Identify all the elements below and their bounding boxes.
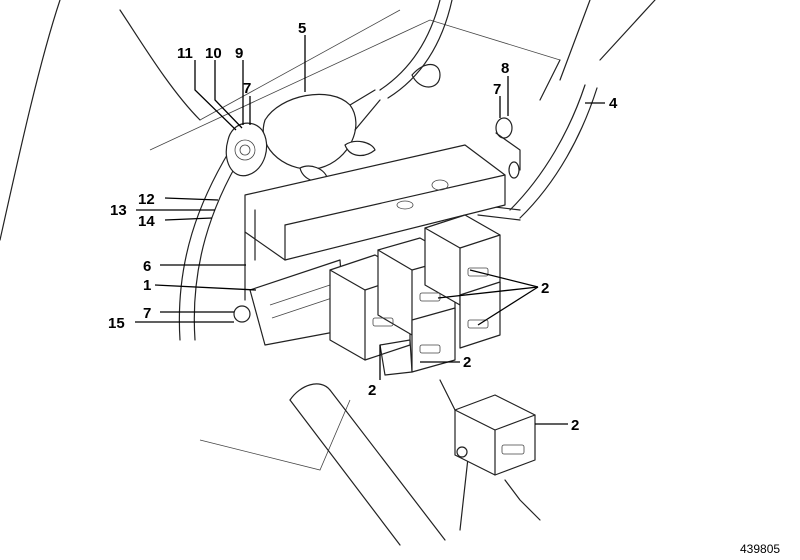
callout-2-middle: 2 [463,354,471,371]
relay-carrier-bracket [244,144,506,301]
callout-1: 1 [143,277,151,294]
callout-7-top-right: 7 [493,81,501,98]
callout-8: 8 [501,60,509,77]
callout-7-left: 7 [143,305,151,322]
callout-10: 10 [205,45,222,62]
callout-6: 6 [143,258,151,275]
callout-5: 5 [298,20,306,37]
callout-7-top-left: 7 [243,80,251,97]
wire-harness-right [477,84,598,221]
callout-labels: 11 10 9 5 8 7 7 4 12 13 14 6 1 7 15 2 2 … [108,20,618,434]
round-connector-plug [225,89,381,183]
callout-4: 4 [609,95,618,112]
callout-9: 9 [235,45,243,62]
callout-2-right: 2 [541,280,549,297]
small-connectors [495,117,521,179]
leader-lines [135,35,605,425]
wire-harness-top [379,0,453,99]
callout-2-loose-relay: 2 [571,417,579,434]
callout-14: 14 [138,213,155,230]
callout-2-bottom: 2 [368,382,376,399]
callout-11: 11 [177,45,193,62]
reference-number: 439805 [740,542,780,556]
relay-cluster [329,214,501,376]
callout-12: 12 [138,191,155,208]
relay-base [233,259,346,346]
lower-tube [289,383,446,546]
callout-13: 13 [110,202,127,219]
loose-relay [454,394,536,476]
callout-15: 15 [108,315,125,332]
